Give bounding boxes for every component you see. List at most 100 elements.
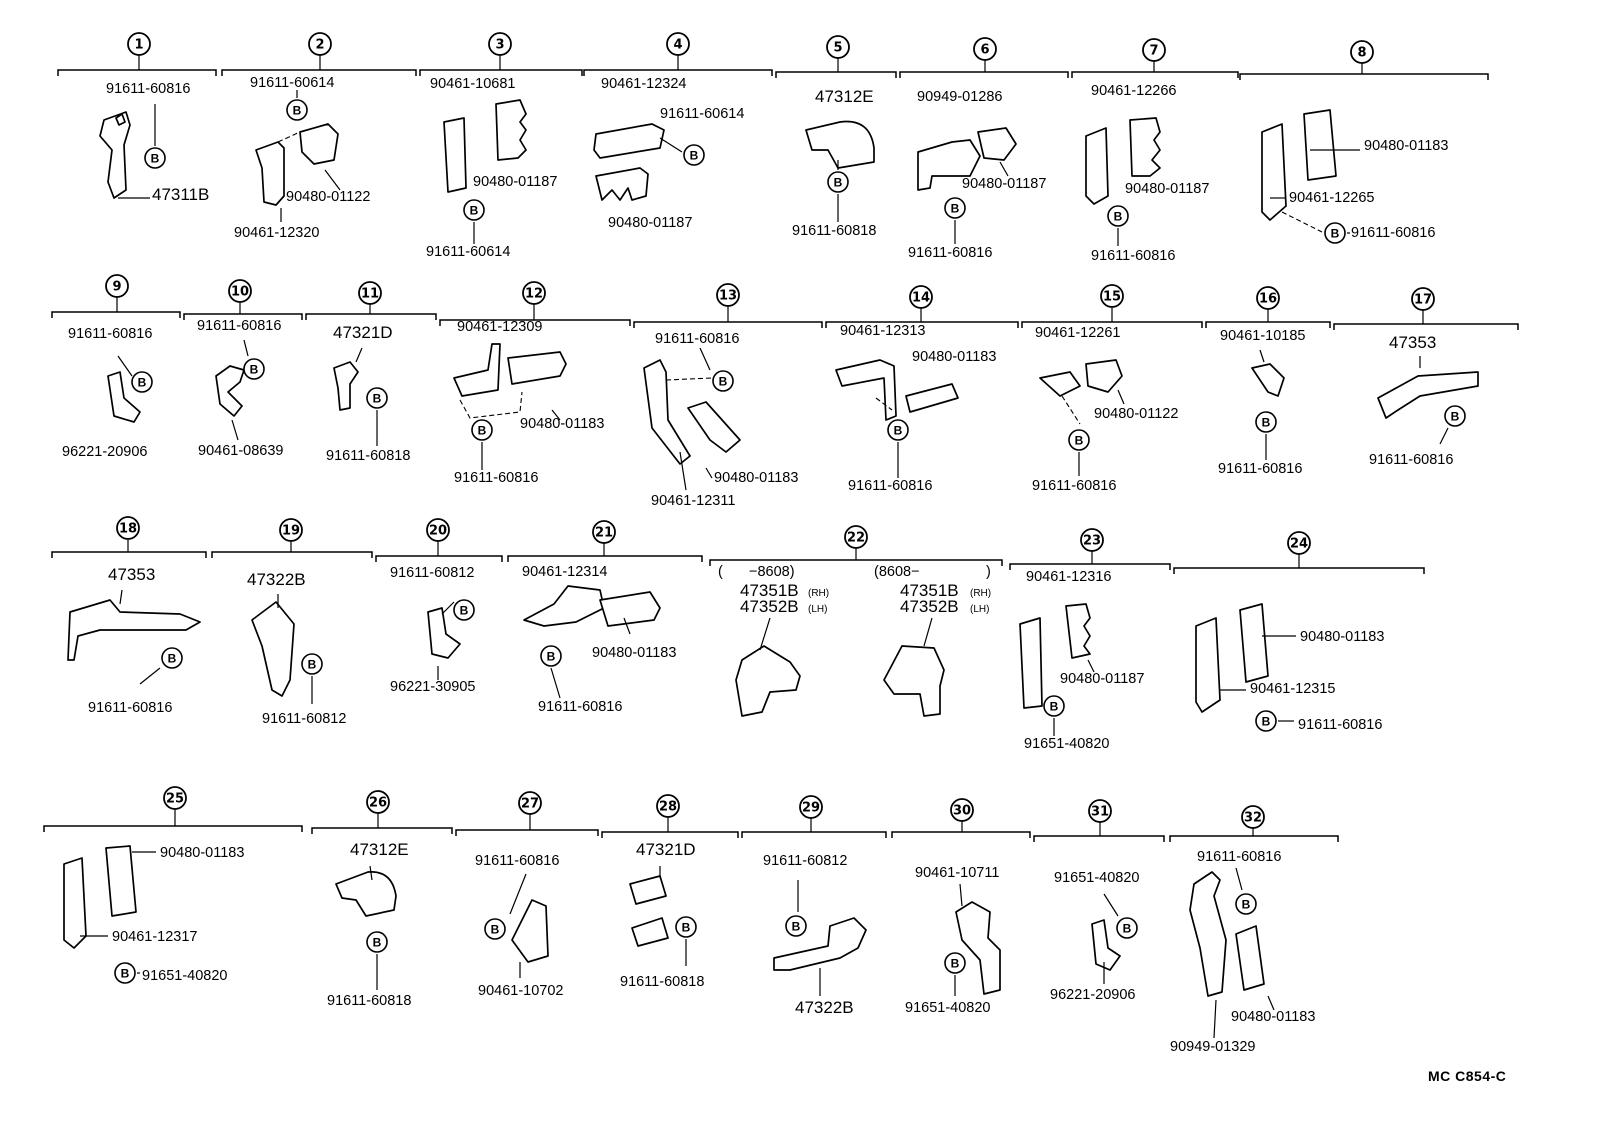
part-number-label: 90480-01183 — [160, 845, 244, 861]
part-number-label: (RH) — [970, 588, 991, 599]
part-number-label: 47321D — [636, 840, 696, 859]
part-number-label: 90949-01329 — [1170, 1039, 1255, 1055]
part-shape — [835, 359, 897, 421]
part-shape — [1085, 127, 1109, 205]
bolt-symbol-circle — [712, 370, 734, 392]
bolt-symbol-circle — [944, 952, 966, 974]
bolt-symbol-circle — [471, 419, 493, 441]
part-shape — [805, 120, 875, 169]
group-bracket — [1239, 73, 1489, 80]
part-shape — [1189, 871, 1227, 997]
part-number-label: 90461-10702 — [478, 983, 563, 999]
leader-line — [139, 667, 161, 685]
part-number-label: 90480-01122 — [1094, 406, 1178, 422]
part-number-label: ( — [718, 564, 723, 580]
bolt-symbol-circle — [1235, 893, 1257, 915]
part-number-label: 91611-60614 — [660, 106, 744, 122]
group-bracket — [455, 829, 599, 836]
bolt-symbol-circle — [1068, 429, 1090, 451]
part-shape — [595, 167, 649, 201]
bolt-symbol: B — [250, 362, 259, 376]
part-number-label: 91651-40820 — [905, 1000, 990, 1016]
group-number: 24 — [1290, 537, 1308, 552]
group-number: 11 — [361, 287, 379, 302]
bolt-symbol: B — [1123, 921, 1132, 935]
leader-line — [509, 873, 527, 915]
group-number: 6 — [980, 43, 989, 58]
bolt-symbol: B — [894, 423, 903, 437]
part-number-label: 90461-10711 — [915, 865, 999, 881]
part-number-label: 91611-60812 — [262, 711, 346, 727]
part-shape — [67, 599, 201, 661]
leader-dashed — [277, 131, 301, 143]
part-number-label: 91611-60816 — [908, 245, 992, 261]
part-shape — [333, 361, 359, 411]
bolt-symbol: B — [682, 920, 691, 934]
group-bracket — [183, 313, 303, 320]
part-shape — [905, 383, 959, 413]
part-number-label: 91611-60818 — [620, 974, 704, 990]
group-number: 18 — [119, 522, 137, 537]
leader-line — [759, 617, 771, 651]
part-number-label: 47312E — [350, 840, 409, 859]
group-28: 28B 47321D 91611-60818 — [601, 794, 739, 990]
bolt-symbol-circle — [453, 599, 475, 621]
bolt-symbol: B — [1114, 209, 1123, 223]
part-number-label: 90480-01187 — [1060, 671, 1144, 687]
part-number-label: 91611-60816 — [1032, 478, 1116, 494]
leader-line — [1267, 995, 1275, 1011]
part-number-label: 91611-60816 — [538, 699, 622, 715]
part-number-label: (RH) — [808, 588, 829, 599]
part-shape — [1085, 359, 1123, 393]
part-number-label: 47353 — [1389, 333, 1436, 352]
group-number: 28 — [659, 800, 677, 815]
group-bracket — [775, 71, 897, 78]
leader-line — [699, 347, 711, 371]
part-shape — [1303, 109, 1337, 181]
leader-dashed — [1061, 395, 1081, 425]
bolt-symbol-circle — [1255, 710, 1277, 732]
part-number-label: 91651-40820 — [142, 968, 227, 984]
part-shape — [1377, 371, 1479, 419]
part-number-label: 96221-20906 — [62, 444, 147, 460]
part-shape — [255, 141, 285, 206]
leader-line — [550, 667, 561, 699]
part-number-label: 47351B — [740, 581, 799, 600]
part-number-label: (LH) — [970, 604, 989, 615]
part-number-label: 90949-01286 — [917, 89, 1002, 105]
group-bracket — [633, 321, 823, 328]
bolt-symbol-circle — [683, 144, 705, 166]
bolt-symbol: B — [168, 651, 177, 665]
bolt-symbol-circle — [243, 358, 265, 380]
bolt-symbol-circle — [540, 645, 562, 667]
part-number-label: 91611-60816 — [106, 81, 190, 97]
part-number-label: 91611-60614 — [250, 75, 334, 91]
group-number: 4 — [673, 38, 682, 53]
leader-line — [623, 617, 631, 635]
leader-line — [324, 169, 341, 191]
group-bracket — [507, 555, 703, 562]
part-number-label: 91611-60816 — [1298, 717, 1382, 733]
part-number-label: 91611-60812 — [390, 565, 474, 581]
bolt-symbol: B — [951, 956, 960, 970]
bolt-symbol: B — [491, 922, 500, 936]
bolt-symbol: B — [478, 423, 487, 437]
part-number-label: 47322B — [247, 570, 306, 589]
group-number: 3 — [495, 38, 504, 53]
group-number: 1 — [134, 38, 143, 53]
bolt-symbol: B — [1451, 409, 1460, 423]
group-number: 16 — [1259, 292, 1277, 307]
part-shape — [1091, 919, 1121, 971]
leader-line — [441, 601, 455, 615]
leader-line — [117, 355, 133, 377]
